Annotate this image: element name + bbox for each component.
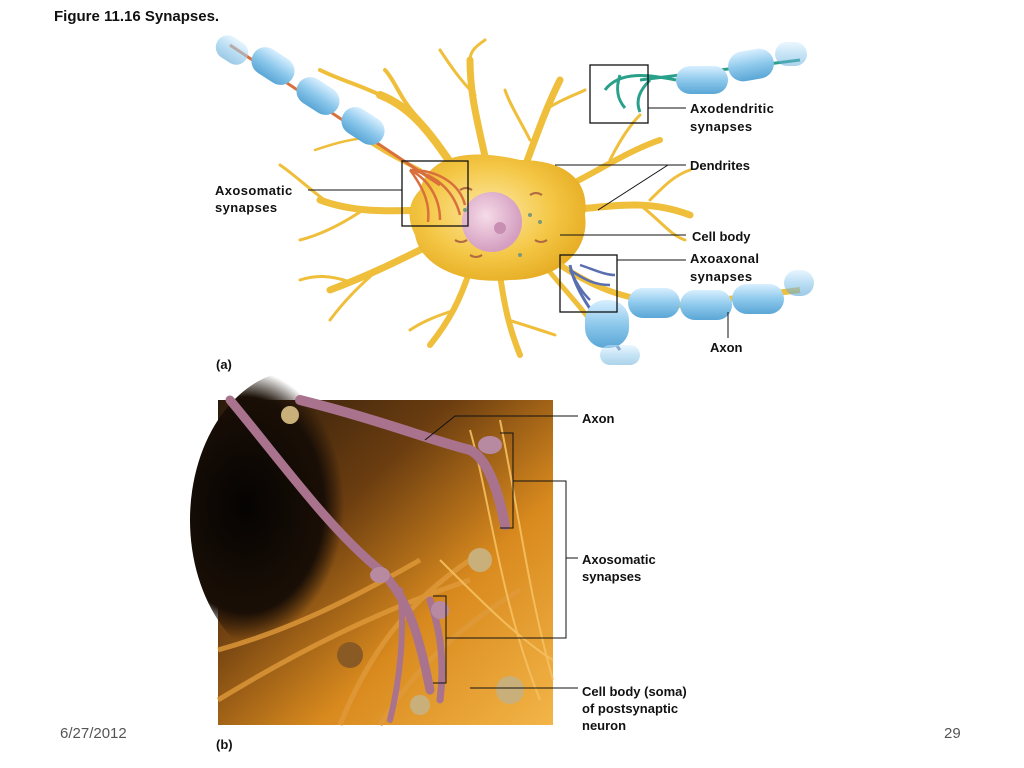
- axodendritic-presynaptic-axon: [639, 42, 807, 94]
- panel-b-tag: (b): [216, 737, 233, 752]
- organelles: [454, 187, 548, 258]
- label-dendrites: Dendrites: [690, 158, 750, 173]
- label-cell-body: Cell body: [692, 229, 751, 244]
- label-axodendritic-2: synapses: [690, 119, 753, 134]
- label-cell-body-b-3: neuron: [582, 718, 627, 733]
- axon-myelin: [628, 270, 814, 320]
- figure-title: Figure 11.16 Synapses.: [54, 8, 220, 25]
- label-axon-b: Axon: [582, 411, 615, 426]
- leader-lines-a: [308, 107, 729, 338]
- label-axoaxonal-2: synapses: [690, 269, 753, 284]
- label-cell-body-b-1: Cell body (soma): [582, 684, 687, 699]
- label-axosomatic-b-1: Axosomatic: [582, 552, 656, 567]
- slide-date: 6/27/2012: [60, 725, 127, 742]
- axoaxonal-terminals: [568, 263, 616, 301]
- label-axosomatic-b-2: synapses: [582, 569, 642, 584]
- label-axon-a: Axon: [710, 340, 743, 355]
- label-axosomatic-1: Axosomatic: [215, 183, 293, 198]
- axosomatic-presynaptic-axon: [215, 35, 441, 187]
- axosomatic-box: [401, 160, 469, 227]
- label-cell-body-b-2: of postsynaptic: [582, 701, 679, 716]
- dendrites: [278, 38, 694, 358]
- axodendritic-box: [589, 64, 649, 124]
- slide-page-number: 29: [944, 725, 961, 742]
- label-axodendritic-1: Axodendritic: [690, 101, 775, 116]
- sem-micrograph: [190, 370, 554, 727]
- label-axoaxonal-1: Axoaxonal: [690, 251, 760, 266]
- leader-lines-b: [424, 415, 578, 689]
- label-axosomatic-2: synapses: [215, 200, 278, 215]
- axosomatic-terminals: [408, 168, 467, 223]
- axoaxonal-box: [559, 254, 618, 313]
- panel-a-tag: (a): [216, 357, 232, 372]
- nucleus: [462, 192, 522, 252]
